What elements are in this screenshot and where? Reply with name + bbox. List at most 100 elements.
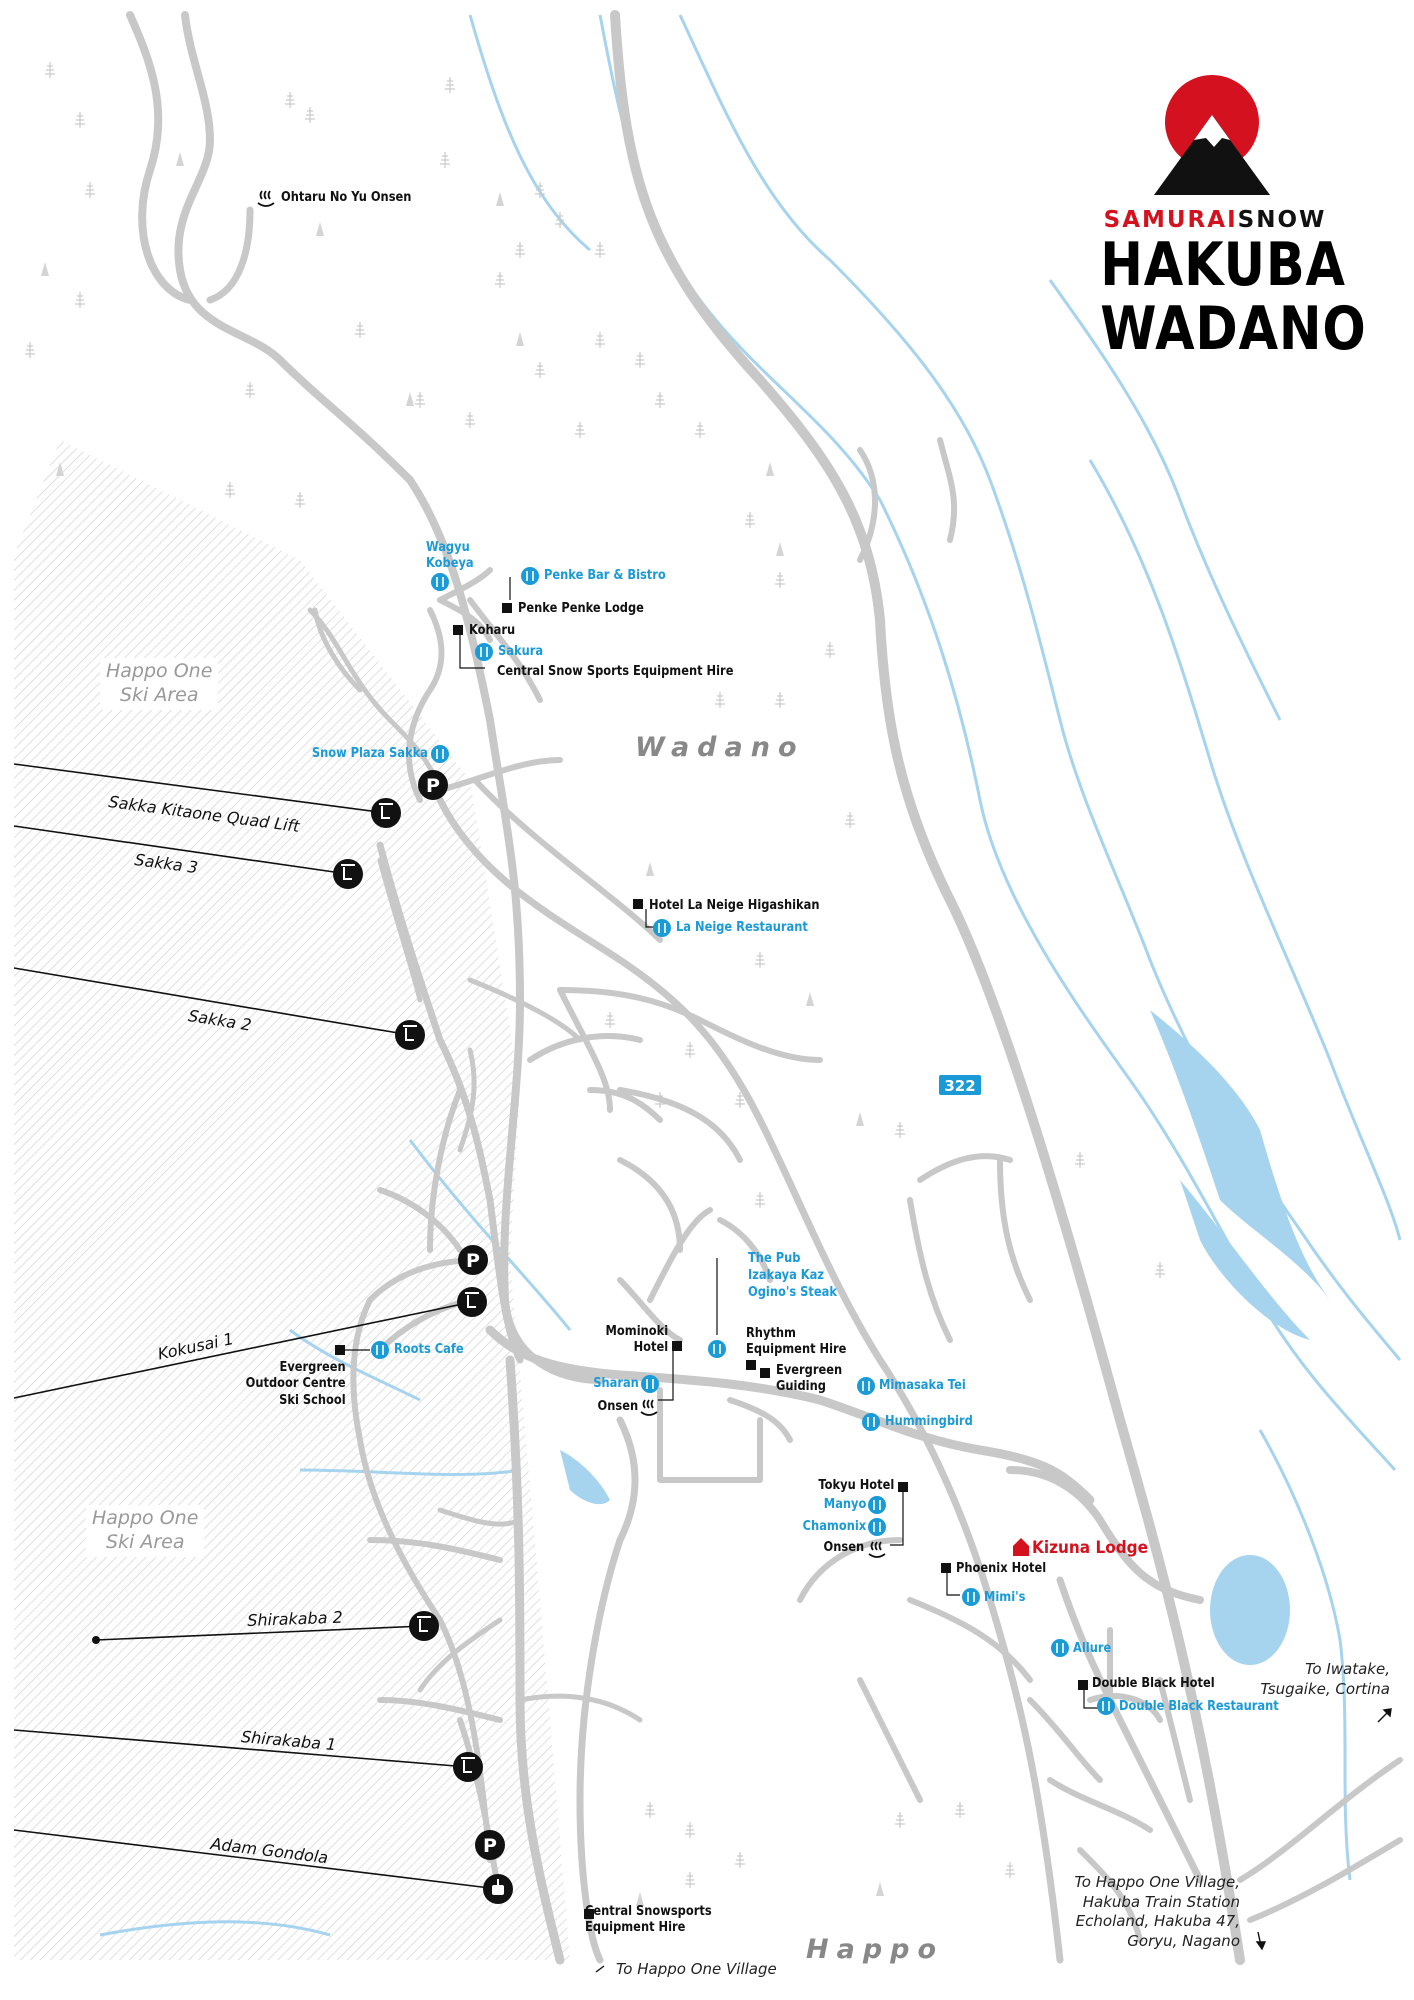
ski-area-region: [14, 440, 570, 1960]
evergreen-oc-line3: Ski School: [279, 1392, 346, 1408]
label-kizuna-lodge: Kizuna Lodge: [1032, 1538, 1148, 1558]
wagyu-kobeya-text: Wagyu Kobeya: [426, 540, 474, 572]
ski-area-line1: Happo One: [106, 660, 213, 682]
parking-icon-kokusai: P: [458, 1245, 488, 1275]
brand-snow-text: SNOW: [1237, 207, 1327, 233]
label-central-snow: Central Snow Sports Equipment Hire: [497, 664, 734, 679]
parking-icons: P P P: [418, 770, 505, 1860]
label-oginos-steak: Ogino's Steak: [748, 1285, 837, 1300]
roads: [126, 10, 1403, 1965]
iwatake-line1: To Iwatake,: [1305, 1660, 1390, 1678]
lift-icon-shirakaba2: [409, 1611, 439, 1641]
evergreen-guiding-line1: Evergreen: [776, 1363, 843, 1378]
restaurant-icons: [371, 567, 1115, 1715]
parking-symbol: P: [426, 775, 440, 797]
label-mimasaka-tei: Mimasaka Tei: [879, 1378, 966, 1393]
direction-to-happo-village: To Happo One Village: [616, 1960, 777, 1978]
direction-to-iwatake: To Iwatake,Tsugaike, Cortina: [1260, 1660, 1390, 1699]
lift-label-shirakaba2: Shirakaba 2: [247, 1607, 344, 1630]
label-wagyu-kobeya: Wagyu Kobeya: [426, 540, 474, 573]
label-penke-bar: Penke Bar & Bistro: [544, 568, 666, 583]
direction-arrows: [595, 1708, 1392, 1973]
brand-samurai-text: SAMURAI: [1103, 207, 1238, 233]
brand-title-hakuba: HAKUBA: [1100, 230, 1346, 300]
label-penke-lodge: Penke Penke Lodge: [518, 601, 644, 616]
central-snowsports-line2: Equipment Hire: [585, 1920, 686, 1936]
kizuna-lodge-icon: [1013, 1538, 1029, 1556]
ski-area-line2: Ski Area: [119, 683, 199, 706]
label-double-black-hotel: Double Black Hotel: [1092, 1676, 1215, 1691]
brand-block: SAMURAISNOW HAKUBA WADANO: [1080, 70, 1367, 364]
iwatake-line2: Tsugaike, Cortina: [1260, 1679, 1390, 1698]
label-mimis: Mimi's: [984, 1590, 1026, 1605]
label-hotel-la-neige: Hotel La Neige Higashikan: [649, 898, 820, 913]
lift-icon-kokusai1: [457, 1287, 487, 1317]
lift-icon-sakka2: [395, 1020, 425, 1050]
gondola-icon-adam: [483, 1874, 513, 1904]
lift-lines: [13, 763, 499, 1890]
town-label-wadano: Wadano: [635, 732, 805, 763]
label-roots-cafe: Roots Cafe: [394, 1342, 464, 1357]
label-onsen-mominoki: Onsen: [597, 1399, 638, 1414]
label-manyo: Manyo: [823, 1497, 866, 1512]
evergreen-oc-line2: Outdoor Centre: [245, 1376, 346, 1392]
brand-title-wadano: WADANO: [1100, 294, 1367, 364]
hotel-markers: [335, 603, 1088, 1919]
mominoki-line1: Mominoki: [605, 1324, 668, 1339]
onsen-icons: [257, 190, 886, 1558]
evergreen-oc-line1: Evergreen: [279, 1360, 346, 1375]
lift-icon-shirakaba1: [453, 1752, 483, 1782]
label-the-pub: The Pub: [748, 1251, 801, 1266]
parking-icon-adam: P: [475, 1830, 505, 1860]
label-koharu: Koharu: [469, 623, 516, 638]
leader-lines: [343, 577, 1100, 1709]
river-braided: [1150, 1010, 1330, 1300]
pond-small: [560, 1450, 610, 1505]
south-line4: Goryu, Nagano: [1127, 1931, 1240, 1950]
label-sakura: Sakura: [498, 644, 544, 659]
ski-area-line2: Ski Area: [105, 1530, 185, 1553]
south-line2: Hakuba Train Station: [1082, 1892, 1240, 1911]
label-hummingbird: Hummingbird: [885, 1414, 973, 1429]
label-phoenix-hotel: Phoenix Hotel: [956, 1561, 1047, 1576]
direction-south: To Happo One Village,Hakuba Train Statio…: [1075, 1873, 1241, 1951]
ski-area-line1: Happo One: [92, 1507, 199, 1529]
rhythm-line1: Rhythm: [746, 1326, 796, 1341]
label-onsen-tokyu: Onsen: [823, 1540, 864, 1555]
label-izakaya-kaz: Izakaya Kaz: [748, 1268, 825, 1283]
central-snowsports-line1: Central Snowsports: [585, 1904, 712, 1919]
label-chamonix: Chamonix: [802, 1519, 866, 1534]
route-322-shield: 322: [937, 1073, 983, 1097]
river-braided-2: [1180, 1180, 1310, 1340]
evergreen-guiding-line2: Guiding: [776, 1379, 826, 1395]
town-label-happo: Happo: [806, 1934, 945, 1965]
label-snow-plaza: Snow Plaza Sakka: [311, 746, 428, 761]
label-la-neige-restaurant: La Neige Restaurant: [676, 920, 808, 935]
pond: [1210, 1555, 1290, 1665]
label-allure: Allure: [1073, 1641, 1112, 1656]
lift-end-dot: [92, 1636, 100, 1644]
parking-icon-sakka: P: [418, 770, 448, 800]
label-sharan: Sharan: [593, 1376, 639, 1391]
route-number: 322: [944, 1077, 975, 1095]
rhythm-line2: Equipment Hire: [746, 1342, 847, 1358]
label-double-black-restaurant: Double Black Restaurant: [1119, 1699, 1279, 1714]
label-ohtaru-onsen: Ohtaru No Yu Onsen: [281, 190, 412, 205]
label-tokyu-hotel: Tokyu Hotel: [818, 1478, 894, 1493]
lift-icon-sakka-kitaone: [371, 798, 401, 828]
south-line1: To Happo One Village,: [1074, 1873, 1241, 1891]
brand-wordmark: SAMURAISNOW: [1080, 207, 1350, 233]
mominoki-line2: Hotel: [633, 1340, 668, 1356]
lift-icon-sakka3: [333, 859, 363, 889]
parking-symbol: P: [466, 1250, 480, 1272]
chairlift-icons: [333, 798, 513, 1904]
samurai-snow-logo: [1154, 75, 1270, 195]
south-line3: Echoland, Hakuba 47,: [1075, 1912, 1240, 1930]
